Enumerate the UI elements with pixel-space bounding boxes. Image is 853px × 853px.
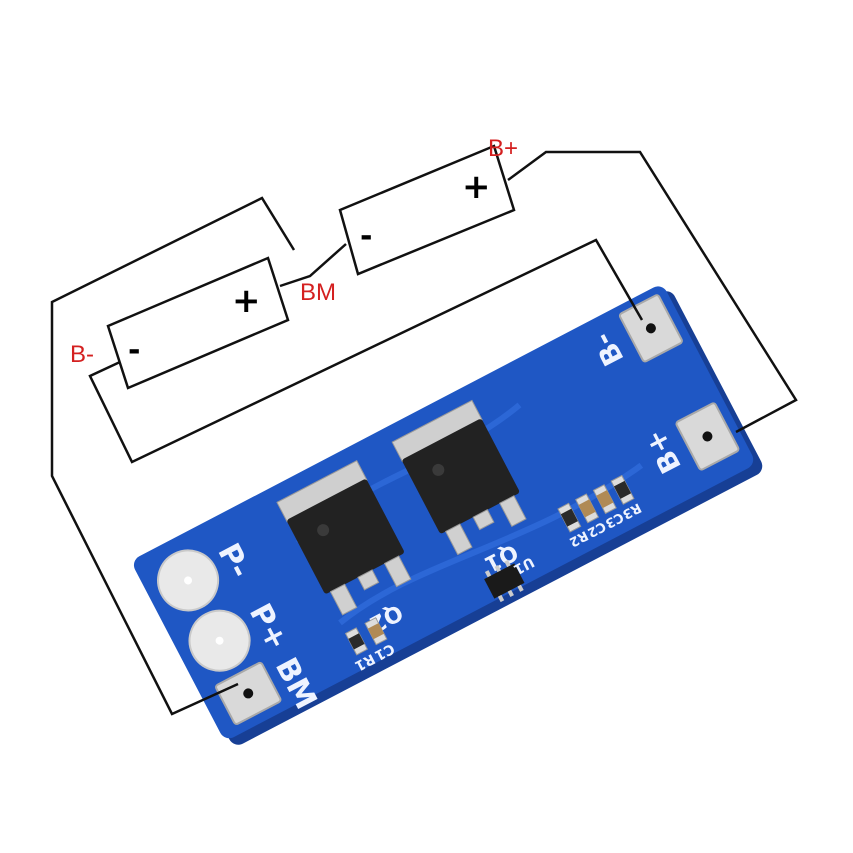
u1-pin bbox=[507, 589, 514, 597]
battery-cell-1: - + bbox=[106, 256, 290, 390]
q2-lead-2 bbox=[383, 555, 412, 588]
label-b-minus: B- bbox=[70, 341, 94, 368]
wire-b-plus bbox=[507, 150, 798, 434]
b-minus-pad-wire-dot bbox=[645, 323, 656, 334]
pcb-board: P- P+ BM B- B+ Q2 Q1 bbox=[133, 286, 763, 745]
q1-lead-2 bbox=[499, 495, 527, 527]
q2-logo-icon bbox=[317, 524, 330, 537]
label-bm: BM bbox=[300, 279, 336, 306]
q1-logo-icon bbox=[432, 463, 445, 476]
b-plus-pad-wire-dot bbox=[702, 431, 713, 442]
wire-b-minus bbox=[88, 238, 644, 464]
u1-pin bbox=[504, 559, 511, 568]
cell-2-minus-sign: - bbox=[360, 219, 372, 254]
cell-1-plus-sign: + bbox=[232, 281, 261, 321]
r3-body bbox=[613, 480, 632, 499]
q1-lead-1 bbox=[445, 523, 473, 556]
q2-lead-center bbox=[357, 569, 380, 591]
bm-pad-wire-dot bbox=[243, 688, 254, 699]
mosfet-q2: Q2 bbox=[276, 459, 412, 637]
u1-pin bbox=[517, 584, 524, 592]
q2-body bbox=[287, 479, 404, 594]
wire-bm-link bbox=[279, 243, 347, 288]
p-minus-pad-hole bbox=[184, 576, 193, 585]
c2-body bbox=[578, 499, 596, 518]
q1-body bbox=[402, 419, 520, 534]
q2-lead-1 bbox=[329, 583, 358, 616]
c3-body bbox=[596, 490, 614, 509]
u1-pin bbox=[494, 565, 501, 573]
p-plus-pad-hole bbox=[215, 636, 224, 645]
wiring bbox=[50, 150, 798, 716]
c1-body bbox=[367, 623, 385, 640]
q1-lead-center bbox=[472, 509, 495, 531]
cell-2-outline bbox=[338, 144, 516, 276]
r1-body bbox=[348, 633, 365, 650]
mosfet-q1: Q1 bbox=[391, 399, 527, 576]
u1-pin bbox=[497, 594, 505, 603]
u1-pin bbox=[484, 570, 492, 578]
battery-cell-2: - + bbox=[338, 144, 516, 276]
r2-body bbox=[560, 508, 578, 527]
u1-body bbox=[484, 563, 525, 599]
label-b-plus: B+ bbox=[488, 135, 518, 162]
cell-1-minus-sign: - bbox=[128, 333, 140, 368]
cell-2-plus-sign: + bbox=[462, 167, 491, 207]
cell-1-outline bbox=[106, 256, 290, 390]
wire-bm-to-pad bbox=[50, 196, 296, 716]
passives-row: R2 C2 C3 R3 bbox=[557, 474, 644, 549]
